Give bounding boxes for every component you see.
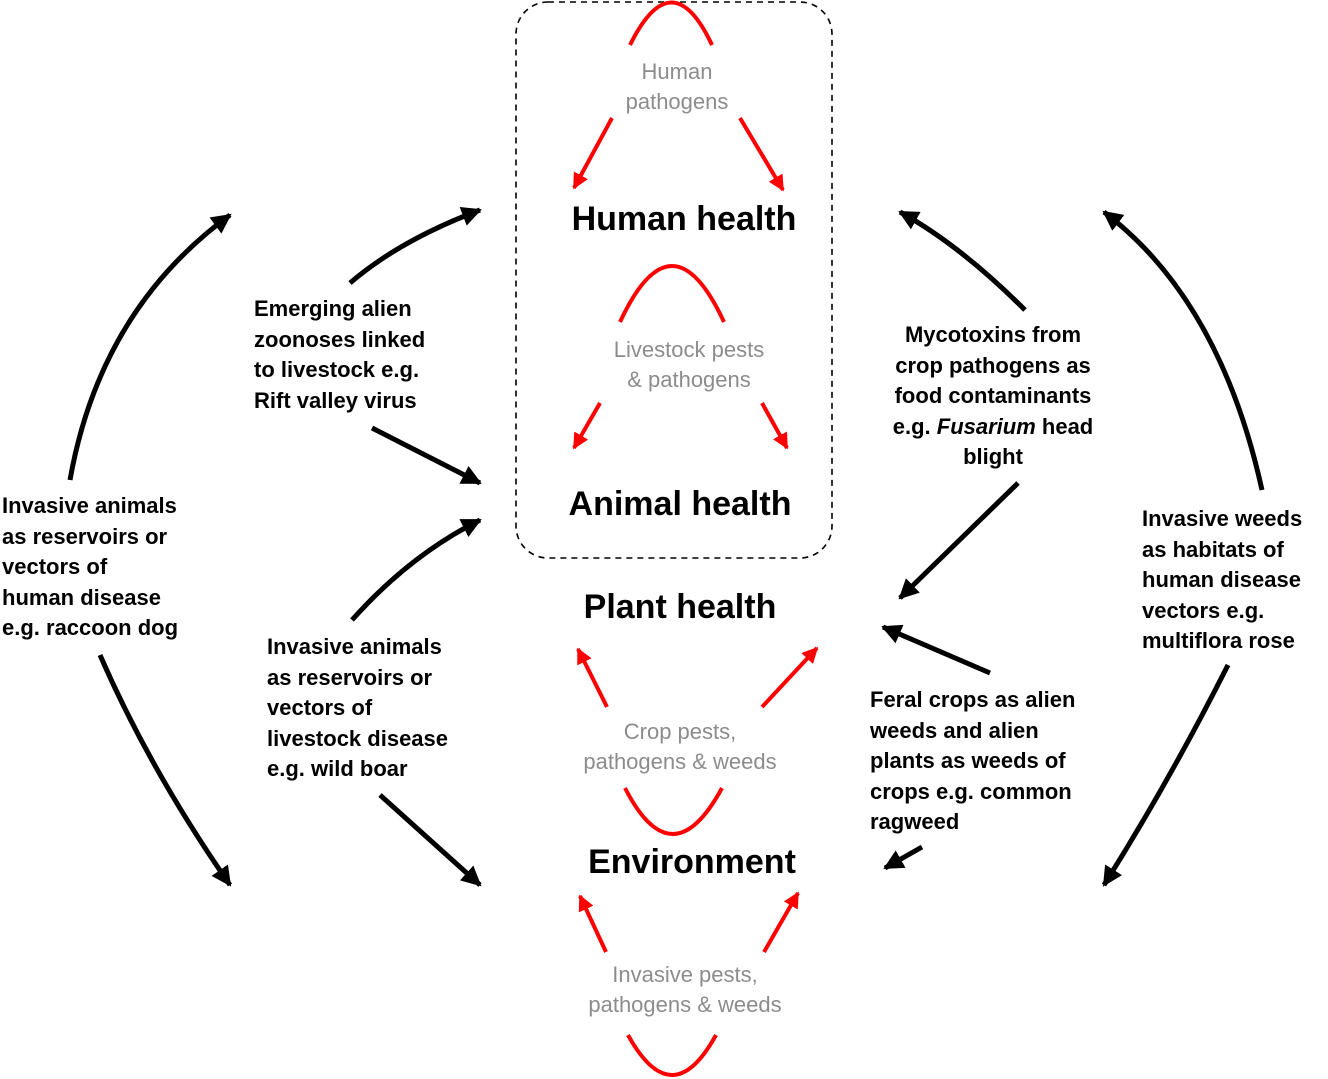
ragweed-arrow-up [881,624,991,676]
multiflora-rose-arrow-down [1101,663,1231,887]
invasive-pests-arc [626,1034,718,1077]
livestock-pathogens-arc [618,264,726,323]
plant-health-node: Plant health [583,588,777,626]
crop-pests-arrow-left [576,647,609,708]
wild-boar-arrow-down [378,793,482,887]
human-pathogens-arrow-right [738,116,785,192]
animal-health-node: Animal health [568,485,792,523]
wild-boar-label: Invasive animals as reservoirs or vector… [267,634,449,781]
invasive-pests-label: Invasive pests, pathogens & weeds [588,962,782,1017]
zoonoses-label: Emerging alien zoonoses linked to livest… [254,296,426,413]
mycotoxins-label: Mycotoxins from crop pathogens as food c… [892,322,1094,469]
crop-pests-label: Crop pests, pathogens & weeds [583,719,777,774]
wild-boar-arrow-up [350,517,482,622]
crop-pests-arrow-right [760,646,819,709]
ragweed-label: Feral crops as alien weeds and alien pla… [870,687,1076,834]
human-health-node: Human health [571,200,797,238]
livestock-pathogens-arrow-right [760,402,789,450]
mycotoxins-arrow-down [898,481,1020,600]
human-pathogens-label: Human pathogens [625,59,729,114]
environment-node: Environment [588,843,796,881]
mycotoxins-arrow-up [898,209,1027,312]
livestock-pathogens-label: Livestock pests & pathogens [613,337,765,392]
raccoon-dog-arrow-up [67,212,232,481]
zoonoses-arrow-down [370,425,482,486]
crop-pests-arc [623,787,724,836]
ragweed-arrow-down [883,844,924,871]
fusarium-italic: Fusarium [936,413,1036,439]
zoonoses-arrow-up [348,206,482,285]
raccoon-dog-label: Invasive animals as reservoirs or vector… [2,493,179,640]
raccoon-dog-arrow-down [97,654,233,887]
invasive-pests-arrow-left [578,894,608,953]
livestock-pathogens-arrow-left [572,401,602,450]
human-pathogens-arc [628,0,714,46]
multiflora-rose-label: Invasive weeds as habitats of human dise… [1142,506,1303,653]
human-pathogens-arrow-left [572,117,614,190]
invasive-pests-arrow-right [762,891,800,953]
multiflora-rose-arrow-up [1102,210,1265,491]
